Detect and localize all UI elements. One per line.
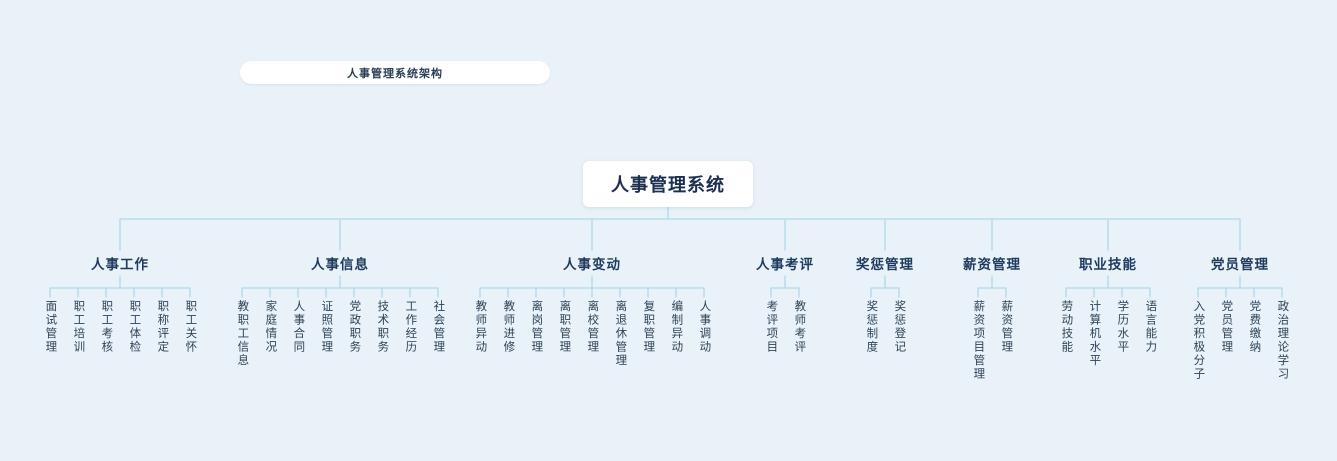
branch-node[interactable]: 薪资管理 [963, 257, 1021, 272]
child-node[interactable]: 职工关怀 [184, 300, 197, 354]
child-node[interactable]: 党费缴纳 [1248, 300, 1261, 354]
root-node-label: 人事管理系统 [611, 175, 725, 195]
branch-node[interactable]: 人事信息 [311, 257, 369, 272]
child-node[interactable]: 离校管理 [586, 300, 599, 354]
child-node[interactable]: 离退休管理 [614, 300, 627, 368]
child-node[interactable]: 社会管理 [432, 300, 445, 354]
child-node[interactable]: 职工培训 [72, 300, 85, 354]
child-node[interactable]: 教师考评 [793, 300, 806, 354]
document-tab-label: 人事管理系统架构 [347, 67, 443, 80]
child-node[interactable]: 薪资管理 [1000, 300, 1013, 354]
child-node[interactable]: 入党积极分子 [1192, 300, 1205, 381]
child-node[interactable]: 离岗管理 [530, 300, 543, 354]
child-node[interactable]: 教师异动 [474, 300, 487, 354]
child-node[interactable]: 人事合同 [292, 300, 305, 354]
child-node[interactable]: 离职管理 [558, 300, 571, 354]
child-node[interactable]: 薪资项目管理 [972, 300, 985, 381]
child-node[interactable]: 语言能力 [1144, 300, 1157, 354]
child-node[interactable]: 职工考核 [100, 300, 113, 354]
root-node[interactable]: 人事管理系统 [583, 161, 753, 207]
document-tab[interactable]: 人事管理系统架构 [240, 61, 550, 84]
branch-node[interactable]: 人事考评 [756, 257, 814, 272]
child-node[interactable]: 教师进修 [502, 300, 515, 354]
child-node[interactable]: 教职工信息 [236, 300, 249, 368]
branch-node[interactable]: 人事变动 [563, 257, 621, 272]
child-node[interactable]: 党政职务 [348, 300, 361, 354]
child-node[interactable]: 劳动技能 [1060, 300, 1073, 354]
child-node[interactable]: 面试管理 [44, 300, 57, 354]
child-node[interactable]: 工作经历 [404, 300, 417, 354]
child-node[interactable]: 计算机水平 [1088, 300, 1101, 368]
child-node[interactable]: 人事调动 [698, 300, 711, 354]
child-node[interactable]: 奖惩制度 [865, 300, 878, 354]
branch-node[interactable]: 党员管理 [1211, 257, 1269, 272]
branch-node[interactable]: 职业技能 [1079, 257, 1137, 272]
child-node[interactable]: 政治理论学习 [1276, 300, 1289, 381]
child-node[interactable]: 家庭情况 [264, 300, 277, 354]
child-node[interactable]: 考评项目 [765, 300, 778, 354]
child-node[interactable]: 党员管理 [1220, 300, 1233, 354]
child-node[interactable]: 技术职务 [376, 300, 389, 354]
branch-node[interactable]: 奖惩管理 [856, 257, 914, 272]
child-node[interactable]: 职称评定 [156, 300, 169, 354]
child-node[interactable]: 复职管理 [642, 300, 655, 354]
branch-node[interactable]: 人事工作 [91, 257, 149, 272]
child-node[interactable]: 学历水平 [1116, 300, 1129, 354]
child-node[interactable]: 职工体检 [128, 300, 141, 354]
child-node[interactable]: 奖惩登记 [893, 300, 906, 354]
child-node[interactable]: 证照管理 [320, 300, 333, 354]
child-node[interactable]: 编制异动 [670, 300, 683, 354]
